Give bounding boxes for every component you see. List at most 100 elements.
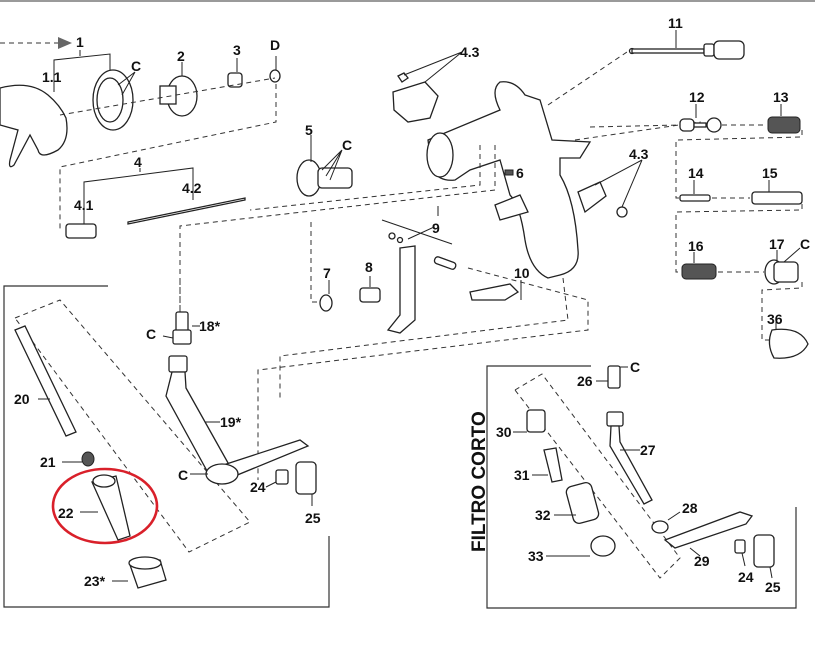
connector-line — [675, 130, 803, 199]
part-24a — [275, 469, 289, 485]
part-10 — [469, 283, 520, 301]
filter-box-standard — [3, 285, 330, 608]
label-c: C — [131, 58, 141, 74]
label-1-1: 1.1 — [42, 69, 62, 85]
part-33 — [590, 535, 616, 557]
part-d-oring — [269, 69, 281, 83]
part-11-collar — [703, 43, 715, 57]
connector-line — [514, 373, 681, 579]
part-14 — [679, 194, 711, 202]
label-7: 7 — [323, 265, 331, 281]
fluid-tube-assembly — [162, 280, 317, 506]
part-30 — [526, 409, 546, 433]
leader-4-3 — [403, 51, 463, 83]
section-title: FILTRO CORTO — [469, 411, 490, 552]
label-20: 20 — [14, 391, 30, 407]
connector-line — [547, 49, 701, 141]
part-15 — [751, 191, 803, 205]
part-18-nut — [172, 329, 192, 345]
label-6: 6 — [516, 165, 524, 181]
part-9-washer — [388, 232, 396, 240]
leader-24a — [265, 481, 277, 488]
label-28: 28 — [682, 500, 698, 516]
part-12-stem — [693, 122, 707, 128]
label-c5: C — [342, 137, 352, 153]
right-parts — [589, 30, 809, 359]
part-11-rod — [631, 48, 705, 54]
leader-17-c — [776, 247, 801, 263]
connector-line — [179, 145, 496, 308]
connector-line — [257, 267, 589, 480]
bracket-9 — [381, 219, 453, 245]
label-c26: C — [630, 359, 640, 375]
label-19: 19* — [220, 414, 242, 430]
label-4-1: 4.1 — [74, 197, 94, 213]
part-27-tube — [609, 425, 653, 505]
part-9-trigger — [386, 245, 416, 334]
label-26: 26 — [577, 373, 593, 389]
label-4-2: 4.2 — [182, 180, 202, 196]
label-3: 3 — [233, 42, 241, 58]
part-1-1-air-cap — [0, 84, 68, 168]
part-4-1 — [65, 223, 97, 239]
label-5: 5 — [305, 122, 313, 138]
part-26 — [607, 365, 621, 389]
leader-4-3b — [594, 159, 643, 208]
part-17-body — [773, 261, 799, 283]
part-5-body — [317, 167, 353, 189]
leader-c — [117, 71, 136, 96]
label-23: 23* — [84, 573, 106, 589]
highlight-circle — [51, 467, 159, 545]
top-border — [0, 0, 815, 2]
part-4-3-plate — [577, 181, 607, 214]
connector-line — [310, 222, 330, 303]
ring-inner — [96, 77, 124, 123]
leader-24b — [741, 552, 746, 567]
label-c17: C — [800, 236, 810, 252]
label-9: 9 — [432, 220, 440, 236]
part-7 — [319, 294, 333, 312]
label-21: 21 — [40, 454, 56, 470]
part-25a — [295, 461, 317, 495]
label-1: 1 — [76, 34, 84, 50]
bracket-1 — [53, 50, 111, 78]
part-23-top — [128, 556, 162, 570]
label-12: 12 — [689, 89, 705, 105]
part-6 — [504, 169, 514, 176]
part-32 — [565, 481, 600, 525]
label-13: 13 — [773, 89, 789, 105]
part-4-2-needle — [127, 197, 246, 225]
part-36 — [768, 328, 809, 359]
label-24a: 24 — [250, 479, 266, 495]
part-12-head — [706, 117, 722, 133]
section-box — [3, 285, 330, 608]
label-33: 33 — [528, 548, 544, 564]
label-11: 11 — [668, 15, 683, 31]
needle-assembly — [65, 167, 246, 239]
part-22-top — [92, 474, 116, 488]
label-14: 14 — [688, 165, 704, 181]
part-29 — [663, 511, 754, 549]
label-27: 27 — [640, 442, 656, 458]
gun-body-shape — [427, 81, 592, 279]
leader-29 — [689, 547, 701, 557]
label-16: 16 — [688, 238, 704, 254]
label-32: 32 — [535, 507, 551, 523]
connector-line — [589, 124, 681, 128]
label-22: 22 — [58, 505, 74, 521]
leader-26-c — [596, 366, 628, 382]
part-5-group — [296, 135, 353, 197]
connector-line — [761, 282, 803, 341]
bracket-4 — [83, 167, 194, 200]
part-19-base — [205, 463, 239, 485]
label-18: 18* — [199, 318, 221, 334]
part-12 — [679, 118, 695, 132]
label-c19: C — [178, 467, 188, 483]
gun-body — [179, 49, 701, 308]
label-36: 36 — [767, 311, 783, 327]
label-25b: 25 — [765, 579, 781, 595]
connector-line — [675, 204, 803, 273]
label-4: 4 — [134, 154, 142, 170]
nozzle-assembly — [0, 37, 281, 232]
